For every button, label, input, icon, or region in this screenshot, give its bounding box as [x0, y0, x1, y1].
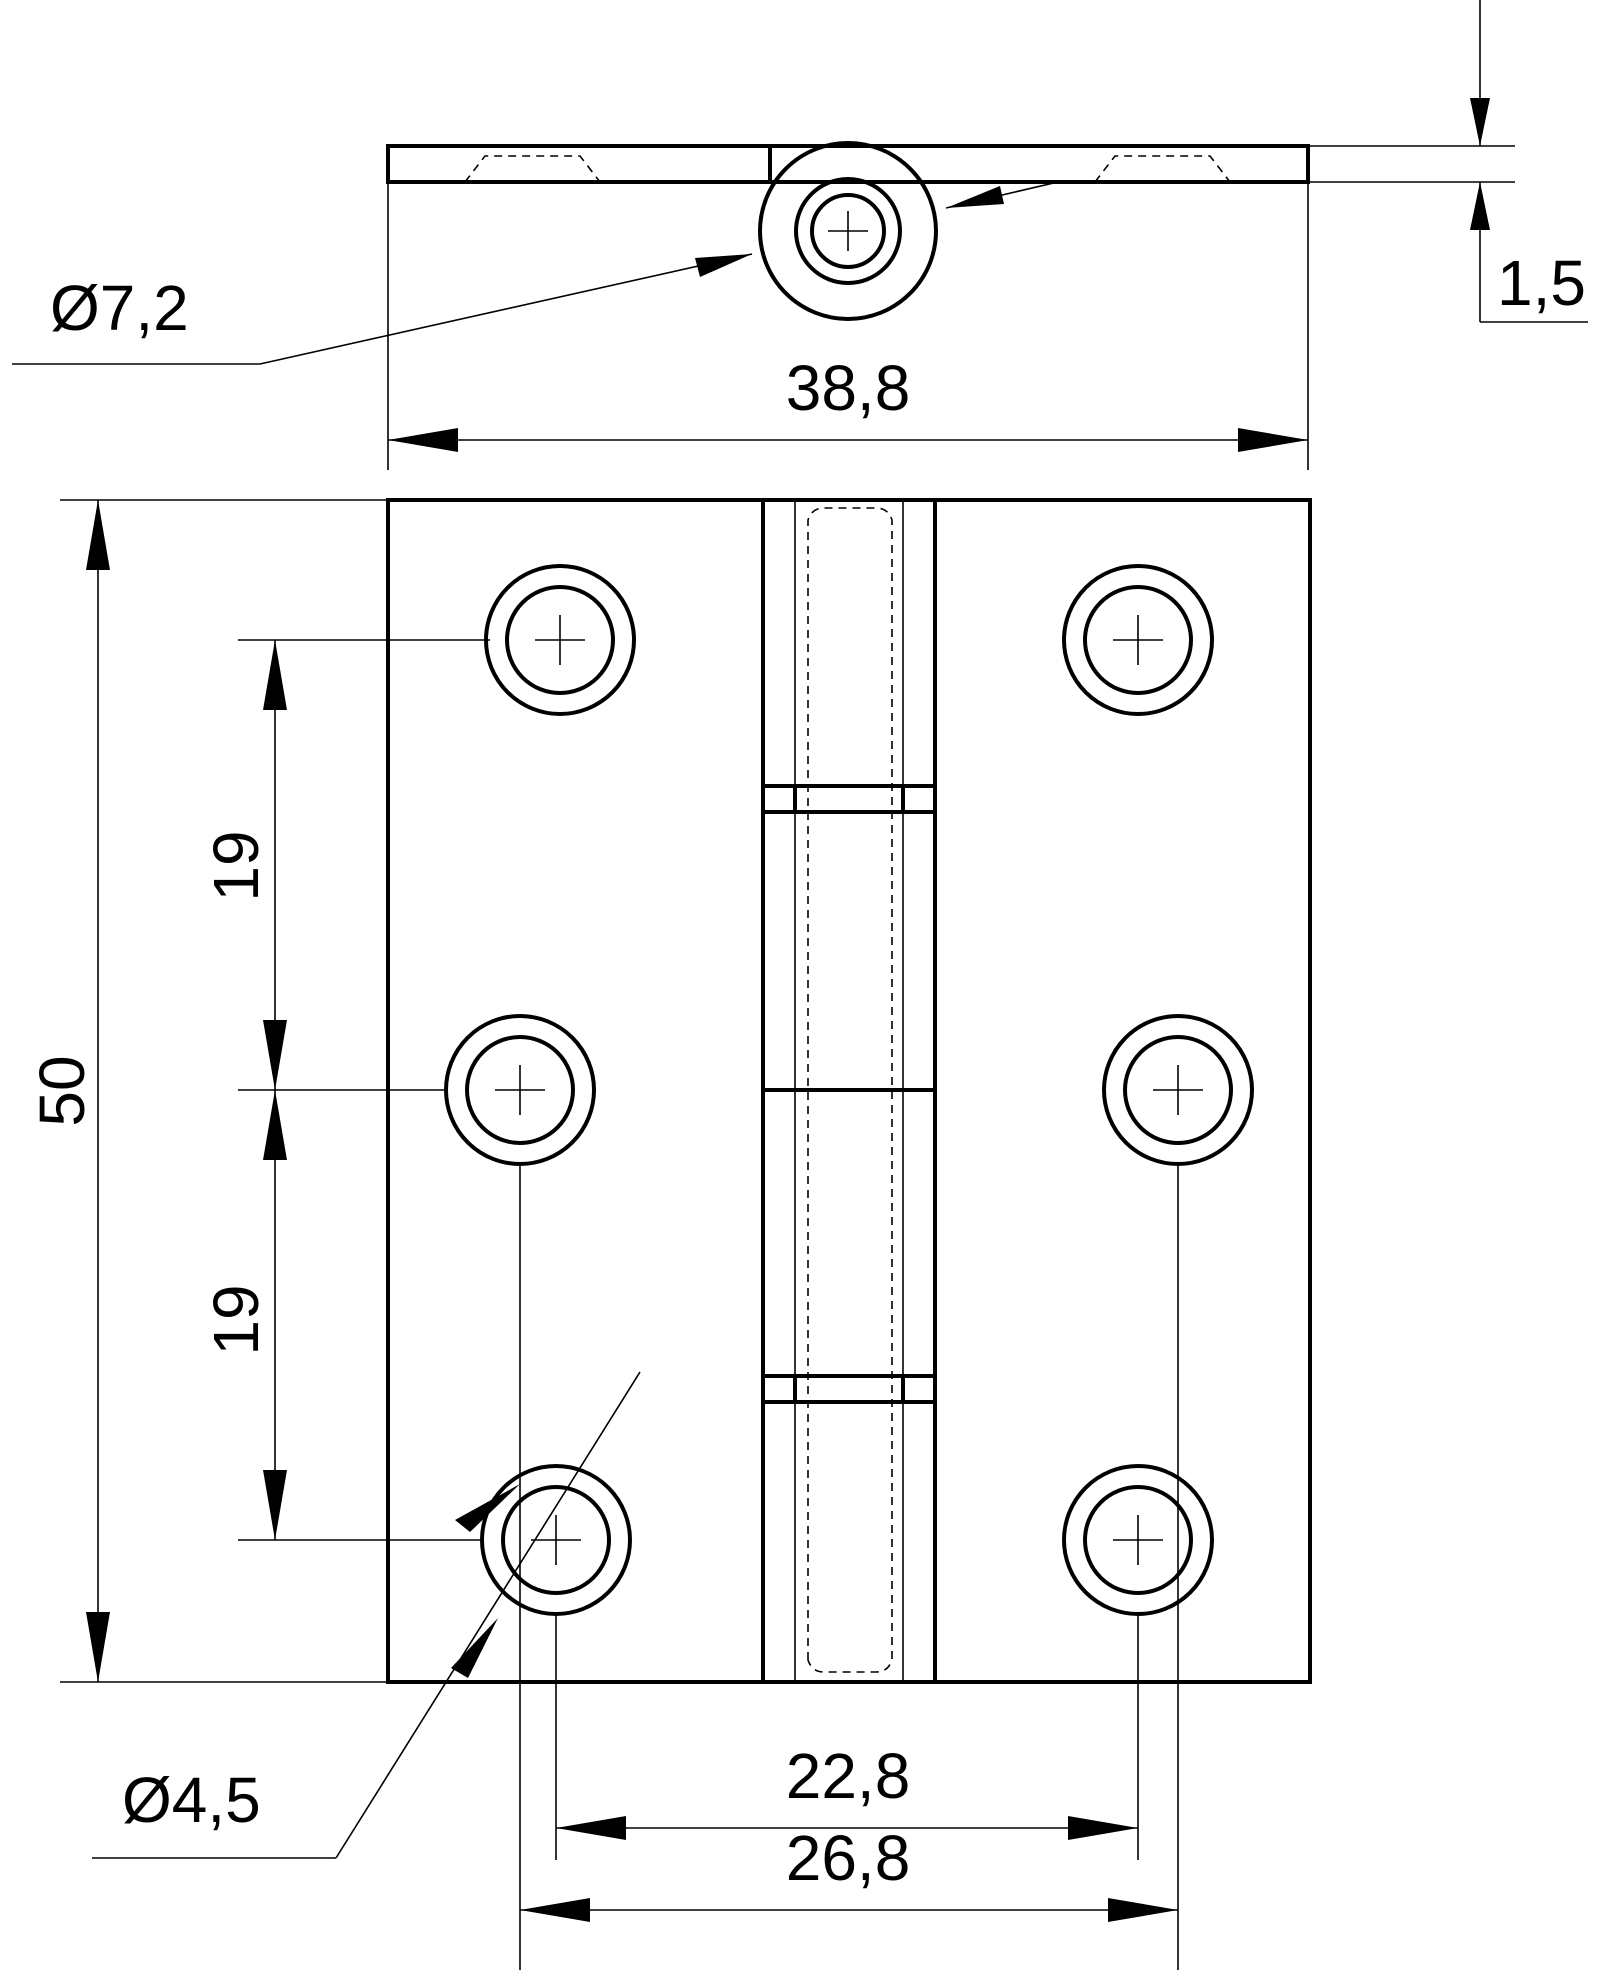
top-view-plate — [386, 144, 1310, 184]
knuckle-segment-1 — [761, 498, 937, 788]
top-view-knuckle-pin-inner — [810, 193, 886, 269]
hole-diameter-label: Ø4,5 — [122, 1764, 261, 1836]
dimension-height: 50 — [26, 499, 388, 1683]
top-view — [386, 141, 1515, 470]
knuckle-segment-4 — [761, 1400, 937, 1684]
screw-hole-2 — [1062, 564, 1214, 716]
dimension-hole-pitch: 19 19 — [200, 639, 490, 1541]
top-view-knuckle-pin-outer — [794, 177, 902, 285]
knuckle-gap-1 — [761, 784, 937, 814]
screw-hole-5 — [480, 1464, 632, 1616]
knuckle-segment-3 — [761, 1088, 937, 1378]
front-view — [386, 498, 1312, 1684]
dimension-pin-diameter: Ø7,2 — [12, 181, 1059, 365]
countersink-left-hidden — [464, 155, 601, 183]
width-top-label: 38,8 — [786, 352, 911, 424]
screw-hole-3 — [444, 1014, 596, 1166]
pin-diameter-label: Ø7,2 — [50, 272, 189, 344]
screw-hole-4 — [1102, 1014, 1254, 1166]
inner-spacing-label: 22,8 — [786, 1740, 911, 1812]
screw-hole-6 — [1062, 1464, 1214, 1616]
dimension-thickness: 1,5 — [1470, 0, 1588, 323]
dimension-hole-diameter: Ø4,5 — [92, 1371, 641, 1859]
top-view-knuckle-outer — [758, 141, 938, 321]
outer-spacing-label: 26,8 — [786, 1822, 911, 1894]
height-label: 50 — [26, 1055, 98, 1126]
dimension-width-top: 38,8 — [388, 352, 1308, 452]
pitch-upper-label: 19 — [200, 830, 272, 901]
screw-hole-1 — [484, 564, 636, 716]
hidden-pin — [807, 507, 893, 1673]
countersink-right-hidden — [1094, 155, 1231, 183]
knuckle-gap-2 — [761, 1374, 937, 1404]
thickness-label: 1,5 — [1497, 247, 1586, 319]
pitch-lower-label: 19 — [200, 1284, 272, 1355]
knuckle-segment-2 — [761, 810, 937, 1092]
dimension-hole-spacing: 22,8 26,8 — [519, 1164, 1179, 1970]
